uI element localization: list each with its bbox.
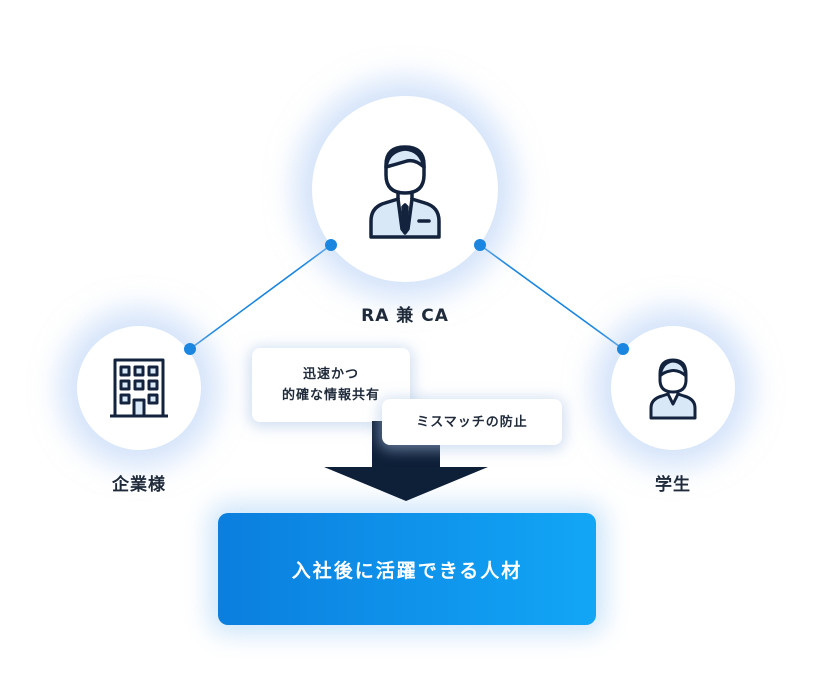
connector-ra-company xyxy=(189,244,332,350)
info-share-line1: 迅速かつ xyxy=(302,367,359,382)
student-label: 学生 xyxy=(655,475,691,495)
connector-dot xyxy=(325,239,337,251)
connector-ra-student xyxy=(479,244,624,350)
ra-ca-node xyxy=(312,96,498,282)
mismatch-bubble: ミスマッチの防止 xyxy=(382,399,562,445)
businessman-icon xyxy=(369,145,441,239)
mismatch-text: ミスマッチの防止 xyxy=(416,414,528,430)
student-node xyxy=(611,326,735,450)
connector-dot xyxy=(184,343,196,355)
down-arrow-icon xyxy=(324,421,488,501)
student-icon xyxy=(649,358,697,420)
result-text: 入社後に活躍できる人材 xyxy=(291,559,523,582)
ra-ca-label: RA 兼 CA xyxy=(361,306,449,326)
connector-dot xyxy=(474,239,486,251)
company-label: 企業様 xyxy=(112,475,166,495)
building-icon xyxy=(110,358,168,418)
info-share-line2: 的確な情報共有 xyxy=(281,388,380,403)
company-node xyxy=(77,326,201,450)
connector-dot xyxy=(617,343,629,355)
result-box: 入社後に活躍できる人材 xyxy=(218,513,596,625)
